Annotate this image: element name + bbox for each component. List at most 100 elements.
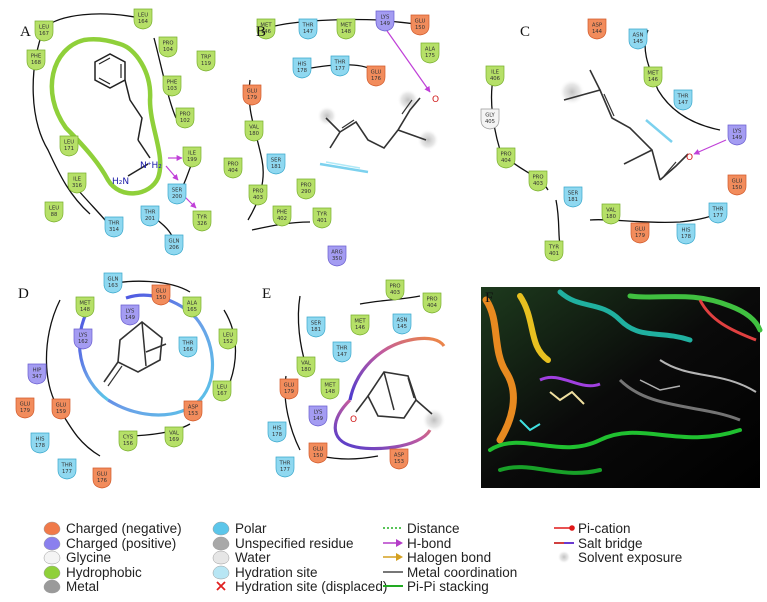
residue-number: 166 <box>183 347 194 353</box>
residue-name: ILE <box>73 177 82 183</box>
panel-c-ligand <box>559 69 689 181</box>
residue-number: 150 <box>732 185 743 191</box>
residue-name: GLU <box>415 19 426 25</box>
residue-number: 180 <box>606 214 617 220</box>
residue-number: 177 <box>62 469 72 475</box>
residue-number: 316 <box>72 183 83 189</box>
legend-label: Hydration site <box>235 565 318 580</box>
residue-number: 149 <box>380 21 390 27</box>
residue-name: GLU <box>284 383 295 389</box>
legend-symbol-icon <box>216 581 226 591</box>
residue-number: 401 <box>317 218 327 224</box>
ligand-label-oxygen: O <box>432 95 439 105</box>
panel-label-e: E <box>262 286 271 302</box>
residue-name: PRO <box>389 284 400 290</box>
residue-number: 153 <box>394 459 404 465</box>
residue-name: ALA <box>187 301 198 307</box>
legend-item-solvent-exposure: Solvent exposure <box>557 550 682 565</box>
residue-number: 148 <box>341 29 352 35</box>
panel-label-b: B <box>256 24 266 40</box>
panel-e-ligand <box>355 371 446 432</box>
ligand-label-oxygen: O <box>350 415 357 425</box>
legend-label: Pi-Pi stacking <box>407 579 489 594</box>
residue-name: MET <box>260 23 272 29</box>
legend-item-hydration-site: Hydration site <box>212 565 318 580</box>
residue-number: 181 <box>271 164 281 170</box>
ligand-label-oxygen: O <box>686 153 693 163</box>
residue-number: 150 <box>313 453 324 459</box>
residue-number: 200 <box>172 194 183 200</box>
residue-name: ASN <box>633 33 644 39</box>
residue-number: 159 <box>56 409 66 415</box>
residue-name: LEU <box>64 140 74 146</box>
residue-name: LYS <box>314 410 323 416</box>
residue-name: PRO <box>532 175 543 181</box>
residue-name: LYS <box>126 309 135 315</box>
residue-number: 404 <box>427 303 438 309</box>
residue-name: GLN <box>168 239 179 245</box>
legend-label: Pi-cation <box>578 521 631 536</box>
legend-symbol-icon <box>383 539 403 547</box>
residue-name: THR <box>334 60 346 66</box>
residue-number: 403 <box>390 290 400 296</box>
residue-number: 179 <box>635 233 645 239</box>
legend-label: Hydration site (displaced) <box>235 579 387 594</box>
ligand-label-amine: H₂N <box>112 177 129 187</box>
residue-name: PHE <box>167 80 178 86</box>
residue-number: 148 <box>80 307 91 313</box>
legend-label: Unspecified residue <box>235 536 354 551</box>
residue-number: 177 <box>280 467 290 473</box>
residue-name: TYR <box>196 215 207 221</box>
legend-item-salt-bridge: Salt bridge <box>554 536 643 551</box>
residue-number: 402 <box>277 216 287 222</box>
residue-name: GLU <box>732 179 743 185</box>
residue-name: LYS <box>733 129 742 135</box>
residue-number: 179 <box>247 95 257 101</box>
residue-number: 144 <box>592 29 603 35</box>
legend-label: Halogen bond <box>407 550 491 565</box>
legend-label: Water <box>235 550 271 565</box>
legend-item-unspecified: Unspecified residue <box>212 536 354 551</box>
residue-number: 163 <box>108 283 118 289</box>
legend-symbol-icon <box>212 536 230 551</box>
residue-name: SER <box>568 191 579 197</box>
legend-label: Distance <box>407 521 460 536</box>
residue-name: THR <box>677 94 689 100</box>
residue-name: LEU <box>223 333 233 339</box>
panel-f-3d-render <box>481 287 763 488</box>
residue-number: 180 <box>301 367 312 373</box>
residue-number: 146 <box>648 77 659 83</box>
residue-name: LYS <box>381 15 390 21</box>
residue-name: VAL <box>606 208 616 214</box>
residue-name: MET <box>324 383 336 389</box>
residue-name: VAL <box>249 125 259 131</box>
residue-name: GLU <box>635 227 646 233</box>
legend-item-charged-negative: Charged (negative) <box>43 521 182 536</box>
residue-number: 167 <box>217 391 227 397</box>
residue-name: MET <box>354 319 366 325</box>
residue-number: 88 <box>51 212 58 218</box>
